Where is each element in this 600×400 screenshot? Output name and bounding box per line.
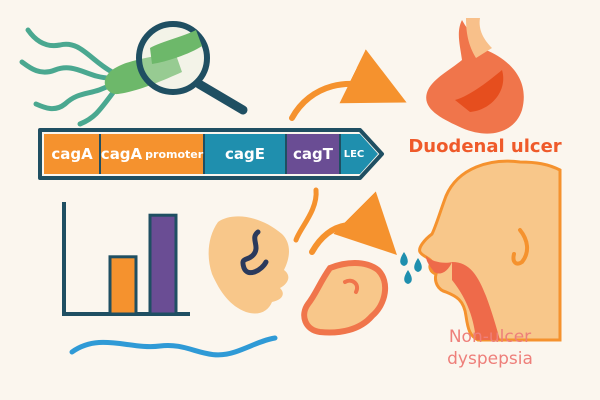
gene-cagA: cagA [44,134,100,174]
chart-bar [108,255,138,316]
arrow-to-ulcer-icon [289,49,407,121]
dyspepsia-line-2: dyspepsia [447,349,533,369]
chart-bar [148,213,178,316]
gene-name: cagE [225,145,265,163]
arrow-curve-icon [293,187,319,243]
gene-LEC: LEC [340,134,368,174]
duodenal-ulcer-label: Duodenal ulcer [408,136,562,157]
droplets-icon [400,252,422,284]
wave-line-icon [69,335,278,358]
gene-promoter-label: promoter [145,147,204,161]
gene-map [38,128,384,180]
magnifier-icon [136,21,248,115]
patient-head-icon [418,159,562,342]
gene-cagE: cagE [204,134,286,174]
non-ulcer-dyspepsia-label: Non-ulcer dyspepsia [420,326,560,370]
spiral-bacterium-icon [240,229,269,276]
gene-name: cagA [100,145,143,163]
gene-cagT: cagT [286,134,340,174]
dyspepsia-line-1: Non-ulcer [448,327,532,347]
gene-name: cagA [51,145,93,163]
head-profile-icon [208,216,289,314]
stomach-icon [426,18,524,134]
gene-name: cagT [293,145,333,163]
gene-name: LEC [343,148,365,160]
stomach-outline-icon [301,260,389,336]
arrow-to-dyspepsia-icon [309,191,397,255]
bar-chart [62,202,190,316]
